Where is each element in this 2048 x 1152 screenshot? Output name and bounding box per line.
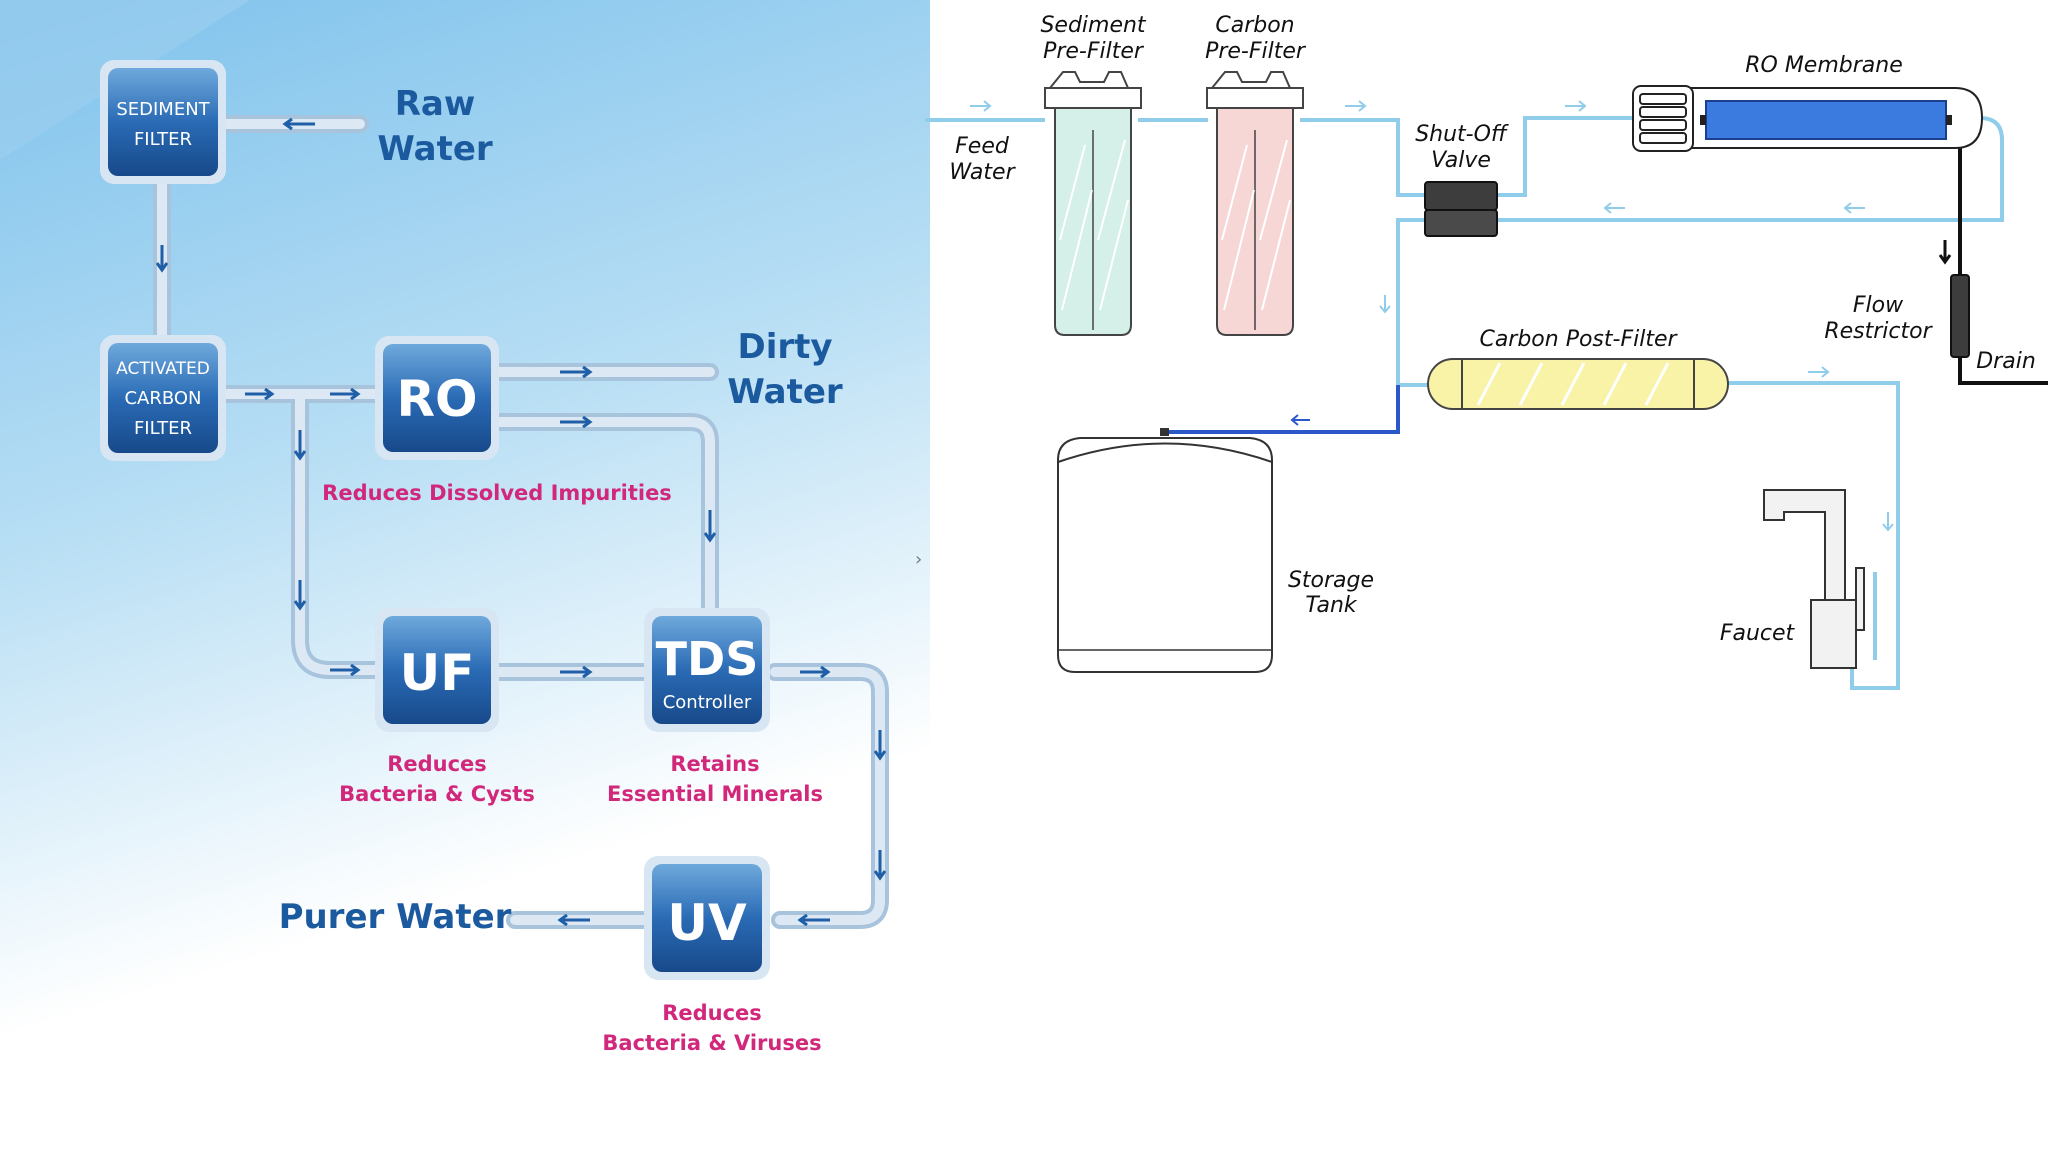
purification-stages-diagram: SEDIMENT FILTER ACTIVATED CARBON FILTER … xyxy=(0,0,930,1152)
sediment-filter-label: SEDIMENT xyxy=(116,99,210,120)
arrow-icon xyxy=(282,117,315,131)
arrow-icon xyxy=(557,913,590,927)
arrow-icon xyxy=(1843,202,1865,214)
tds-controller-label: Controller xyxy=(663,692,752,713)
raw-water-label: Raw xyxy=(395,84,476,124)
arrow-icon xyxy=(1938,240,1952,265)
arrow-icon xyxy=(1379,295,1391,314)
tds-caption: Essential Minerals xyxy=(607,782,823,806)
tank-line xyxy=(1165,385,1400,434)
storage-tank xyxy=(1057,428,1273,673)
dirty-water-label: Dirty xyxy=(737,327,832,367)
flow-restrictor xyxy=(1950,274,1970,358)
shutoff-valve-label: Shut-Off xyxy=(1415,122,1509,147)
ro-membrane xyxy=(1632,85,1984,152)
drain-label: Drain xyxy=(1976,349,2036,374)
carbon-prefilter-label: Pre-Filter xyxy=(1205,39,1307,64)
carbon-postfilter xyxy=(1427,358,1729,410)
arrow-icon xyxy=(155,245,169,273)
sediment-prefilter-label: Sediment xyxy=(1040,13,1146,38)
arrow-icon xyxy=(330,387,361,401)
raw-water-label: Water xyxy=(377,129,493,169)
chevron-right-icon: › xyxy=(915,549,922,570)
arrow-icon xyxy=(873,730,887,761)
ro-caption: Reduces Dissolved Impurities xyxy=(322,481,672,505)
uf-caption: Bacteria & Cysts xyxy=(339,782,535,806)
arrow-icon xyxy=(970,100,992,112)
arrow-icon xyxy=(873,850,887,881)
arrow-icon xyxy=(293,430,307,461)
schematic-svg: Sediment Pre-Filter Carbon Pre-Filter RO… xyxy=(925,13,2048,690)
uv-box: UV xyxy=(644,856,770,980)
sediment-prefilter xyxy=(1044,71,1142,336)
storage-tank-label: Tank xyxy=(1305,593,1358,618)
activated-carbon-filter-box: ACTIVATED CARBON FILTER xyxy=(100,335,226,461)
arrow-icon xyxy=(560,415,593,429)
arrow-icon xyxy=(330,663,361,677)
shutoff-valve xyxy=(1424,181,1498,237)
flow-arrows xyxy=(155,117,887,927)
carbon-filter-label: FILTER xyxy=(134,418,192,439)
arrow-icon xyxy=(800,665,831,679)
uf-box: UF xyxy=(375,608,499,732)
sediment-prefilter-label: Pre-Filter xyxy=(1043,39,1145,64)
arrow-icon xyxy=(1808,366,1830,378)
arrow-icon xyxy=(1565,100,1587,112)
sediment-filter-label: FILTER xyxy=(134,129,192,150)
uv-caption: Reduces xyxy=(662,1001,762,1025)
ro-label: RO xyxy=(396,370,477,428)
flow-restrictor-label: Restrictor xyxy=(1824,319,1933,344)
carbon-prefilter xyxy=(1206,71,1304,336)
shutoff-valve-label: Valve xyxy=(1431,148,1491,173)
arrow-icon xyxy=(1882,512,1894,532)
purer-water-label: Purer Water xyxy=(279,897,512,937)
arrow-icon xyxy=(1290,414,1310,426)
arrow-icon xyxy=(293,580,307,611)
ro-membrane-label: RO Membrane xyxy=(1745,53,1903,78)
uf-caption: Reduces xyxy=(387,752,487,776)
arrow-icon xyxy=(1603,202,1625,214)
storage-tank-label: Storage xyxy=(1288,568,1374,593)
faucet-label: Faucet xyxy=(1720,621,1796,646)
uv-caption: Bacteria & Viruses xyxy=(602,1031,821,1055)
feed-water-label: Feed xyxy=(955,134,1010,159)
tds-label: TDS xyxy=(656,632,759,686)
stages-svg: SEDIMENT FILTER ACTIVATED CARBON FILTER … xyxy=(0,0,930,1152)
feed-water-label: Water xyxy=(949,160,1016,185)
carbon-postfilter-label: Carbon Post-Filter xyxy=(1479,327,1678,352)
arrow-icon xyxy=(797,913,830,927)
faucet xyxy=(1763,489,1865,669)
uv-label: UV xyxy=(667,894,747,952)
drain-line xyxy=(1958,148,2048,385)
flow-arrows xyxy=(970,100,1894,532)
carbon-filter-label: ACTIVATED xyxy=(116,359,210,379)
tds-caption: Retains xyxy=(670,752,759,776)
dirty-water-label: Water xyxy=(727,372,843,412)
flow-restrictor-label: Flow xyxy=(1853,293,1904,318)
arrow-icon xyxy=(703,510,717,543)
tds-controller-box: TDS Controller xyxy=(644,608,770,732)
arrow-icon xyxy=(245,387,275,401)
carbon-filter-label: CARBON xyxy=(124,388,201,409)
carbon-prefilter-label: Carbon xyxy=(1215,13,1294,38)
uf-label: UF xyxy=(400,644,475,702)
arrow-icon xyxy=(1345,100,1367,112)
sediment-filter-box: SEDIMENT FILTER xyxy=(100,60,226,184)
ro-box: RO xyxy=(375,336,499,460)
arrow-icon xyxy=(560,665,593,679)
arrow-icon xyxy=(560,365,593,379)
ro-system-schematic: Sediment Pre-Filter Carbon Pre-Filter RO… xyxy=(925,0,2048,1152)
